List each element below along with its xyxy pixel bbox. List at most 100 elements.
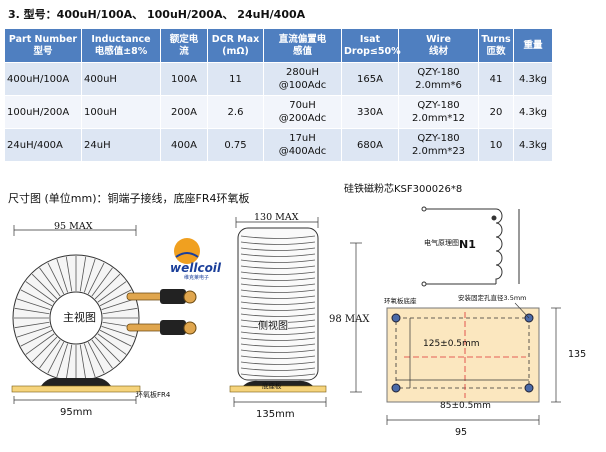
col-header-text: 感值 <box>292 45 312 57</box>
cell-text: @400Adc <box>278 146 327 157</box>
cell-text: QZY-180 <box>417 67 460 78</box>
cell-text: 4.3kg <box>518 106 548 118</box>
col-header-text: Drop≤50% <box>344 45 401 57</box>
cell-text: 41 <box>489 73 503 85</box>
cell-text: @100Adc <box>278 80 327 91</box>
cell-text: @200Adc <box>278 113 327 124</box>
hole-label: 安装固定孔直径3.5mm <box>458 294 527 302</box>
table-cell: 4.3kg <box>513 128 553 162</box>
schematic-name: N1 <box>459 238 476 251</box>
cell-text: 330A <box>357 106 383 118</box>
cell-text: 680A <box>357 139 383 151</box>
cell-text: 200A <box>171 106 197 118</box>
cell-text: QZY-180 <box>417 100 460 111</box>
logo-mark <box>174 238 200 264</box>
table-cell: 280uH @100Adc <box>263 62 342 96</box>
table-cell: 100uH/200A <box>4 95 82 129</box>
cell-text: 165A <box>357 73 383 85</box>
cell-text: 400uH/100A <box>7 73 70 85</box>
logo-brand: wellcoil <box>170 261 222 275</box>
table-row: 400uH/100A 400uH 100A 11 280uH @100Adc 165A QZY… <box>4 62 553 96</box>
schematic <box>421 206 520 287</box>
col-header: 直流偏置电感值 <box>263 28 342 63</box>
cell-text: 2.0mm*23 <box>411 146 466 157</box>
side-view-label: 侧视图 <box>258 321 288 332</box>
table-cell: 4.3kg <box>513 62 553 96</box>
plate-width: 95 <box>455 427 468 438</box>
table-cell: 20 <box>478 95 514 129</box>
front-width: 95mm <box>60 407 93 418</box>
dim-horizontal: 85±0.5mm <box>440 401 491 411</box>
front-view <box>11 225 197 404</box>
section-heading: 3. 型号：400uH/100A、 100uH/200A、 24uH/400A <box>8 8 306 21</box>
schematic-label: 电气原理图 <box>424 239 459 247</box>
col-header-text: (mΩ) <box>222 45 249 57</box>
col-header-text: 重量 <box>523 39 543 51</box>
table-cell: 10 <box>478 128 514 162</box>
table-cell: 24uH/400A <box>4 128 82 162</box>
cell-text: 10 <box>489 139 503 151</box>
side-view <box>229 217 362 407</box>
col-header-text: 流 <box>179 45 189 57</box>
table-cell: 100A <box>160 62 208 96</box>
cell-text: 24uH <box>84 139 111 151</box>
cell-text: 100uH/200A <box>7 106 70 118</box>
table-cell: QZY-180 2.0mm*12 <box>398 95 479 129</box>
cell-text: 17uH <box>289 133 316 144</box>
cell-text: 0.75 <box>224 139 247 151</box>
col-header-text: 型号 <box>33 45 53 57</box>
col-header: DCR Max(mΩ) <box>207 28 264 63</box>
side-base-label: 底座板 <box>262 382 282 390</box>
cell-text: 4.3kg <box>518 139 548 151</box>
cell-text: 11 <box>229 73 242 85</box>
cell-text: 400uH <box>84 73 117 85</box>
table-cell: 400uH <box>81 62 161 96</box>
cell-text: 70uH <box>289 100 316 111</box>
cell-text: 24uH/400A <box>7 139 63 151</box>
col-header-text: Isat <box>359 33 381 45</box>
col-header-text: 匝数 <box>486 45 506 57</box>
table-cell: 24uH <box>81 128 161 162</box>
cell-text: 2.6 <box>227 106 244 118</box>
col-header-text: DCR Max <box>211 33 260 45</box>
table-cell: 165A <box>341 62 399 96</box>
side-width-max: 130 MAX <box>254 212 299 223</box>
cell-text: 100uH <box>84 106 117 118</box>
side-height-max: 98 MAX <box>329 314 370 325</box>
col-header-text: Wire <box>426 33 451 45</box>
core-label: 硅铁磁粉芯KSF300026*8 <box>344 184 463 195</box>
front-width-max: 95 MAX <box>54 221 93 232</box>
table-cell: 0.75 <box>207 128 264 162</box>
col-header-text: 线材 <box>428 45 448 57</box>
table-cell: 400A <box>160 128 208 162</box>
drawing-caption: 尺寸图 (单位mm)：铜端子接线，底座FR4环氧板 <box>8 192 250 205</box>
table-cell: 11 <box>207 62 264 96</box>
col-header-text: Turns <box>481 33 511 45</box>
col-header: 重量 <box>513 28 553 63</box>
front-base-label: 环氧板FR4 <box>136 391 171 399</box>
plate-label: 环氧板底座 <box>384 297 417 305</box>
cell-text: 280uH <box>286 67 319 78</box>
cell-text: 4.3kg <box>518 73 548 85</box>
cell-text: 2.0mm*12 <box>411 113 466 124</box>
col-header-text: Part Number <box>8 33 78 45</box>
col-header-text: 额定电 <box>169 33 199 45</box>
front-view-label: 主视图 <box>63 311 96 324</box>
cell-text: 2.0mm*6 <box>415 80 462 91</box>
plate-height: 135 <box>568 349 587 360</box>
cell-text: QZY-180 <box>417 133 460 144</box>
col-header-text: Inductance <box>91 33 151 45</box>
col-header-text: 直流偏置电 <box>278 33 327 45</box>
table-cell: 200A <box>160 95 208 129</box>
table-cell: 680A <box>341 128 399 162</box>
table-cell: QZY-180 2.0mm*23 <box>398 128 479 162</box>
cell-text: 400A <box>171 139 197 151</box>
col-header: 额定电流 <box>160 28 208 63</box>
table-cell: 4.3kg <box>513 95 553 129</box>
